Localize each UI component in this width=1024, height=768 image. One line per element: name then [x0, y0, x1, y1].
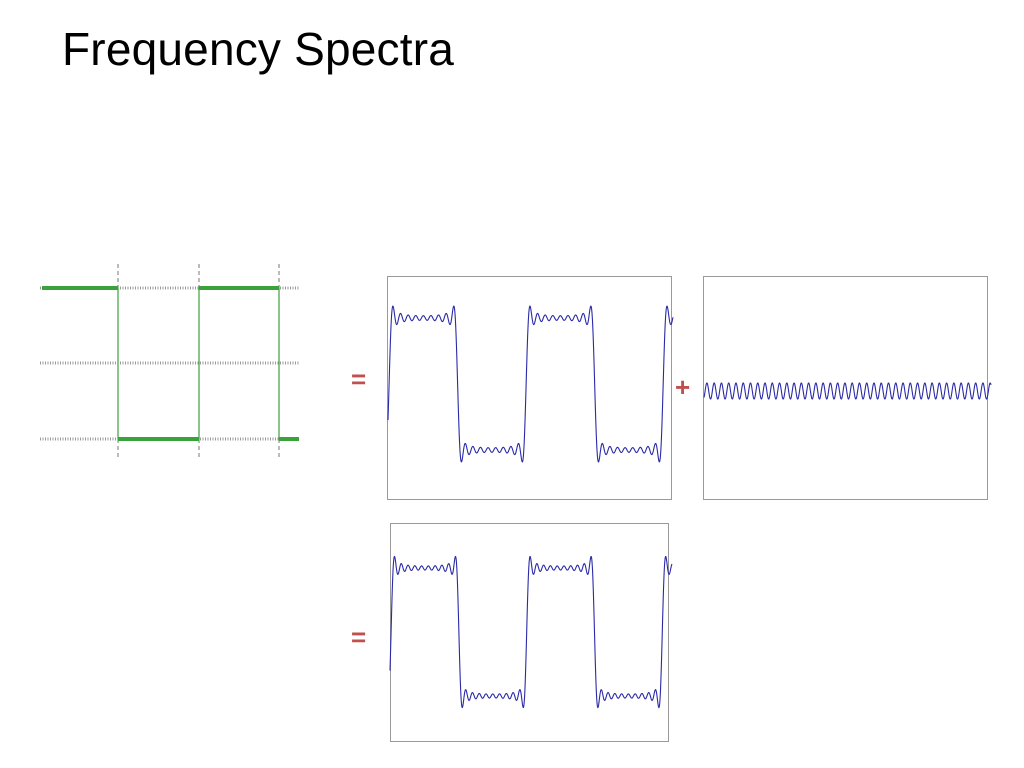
- square-wave-signal: [42, 286, 299, 441]
- approximation-curve: [387, 305, 674, 463]
- approximation-frame: [387, 276, 672, 500]
- harmonic-curve: [703, 382, 992, 400]
- sum-plot: [389, 523, 673, 742]
- sum-curve: [389, 555, 673, 709]
- harmonic-plot: [703, 276, 992, 500]
- harmonic-frame: [703, 276, 988, 500]
- target-square-wave: [40, 264, 300, 460]
- slide-title: Frequency Spectra: [62, 23, 455, 75]
- approximation-plot: [387, 276, 674, 500]
- equals-sign-bottom: =: [351, 622, 367, 652]
- sum-frame: [390, 523, 669, 742]
- equals-sign-top: =: [351, 364, 367, 394]
- plus-sign: +: [675, 372, 691, 402]
